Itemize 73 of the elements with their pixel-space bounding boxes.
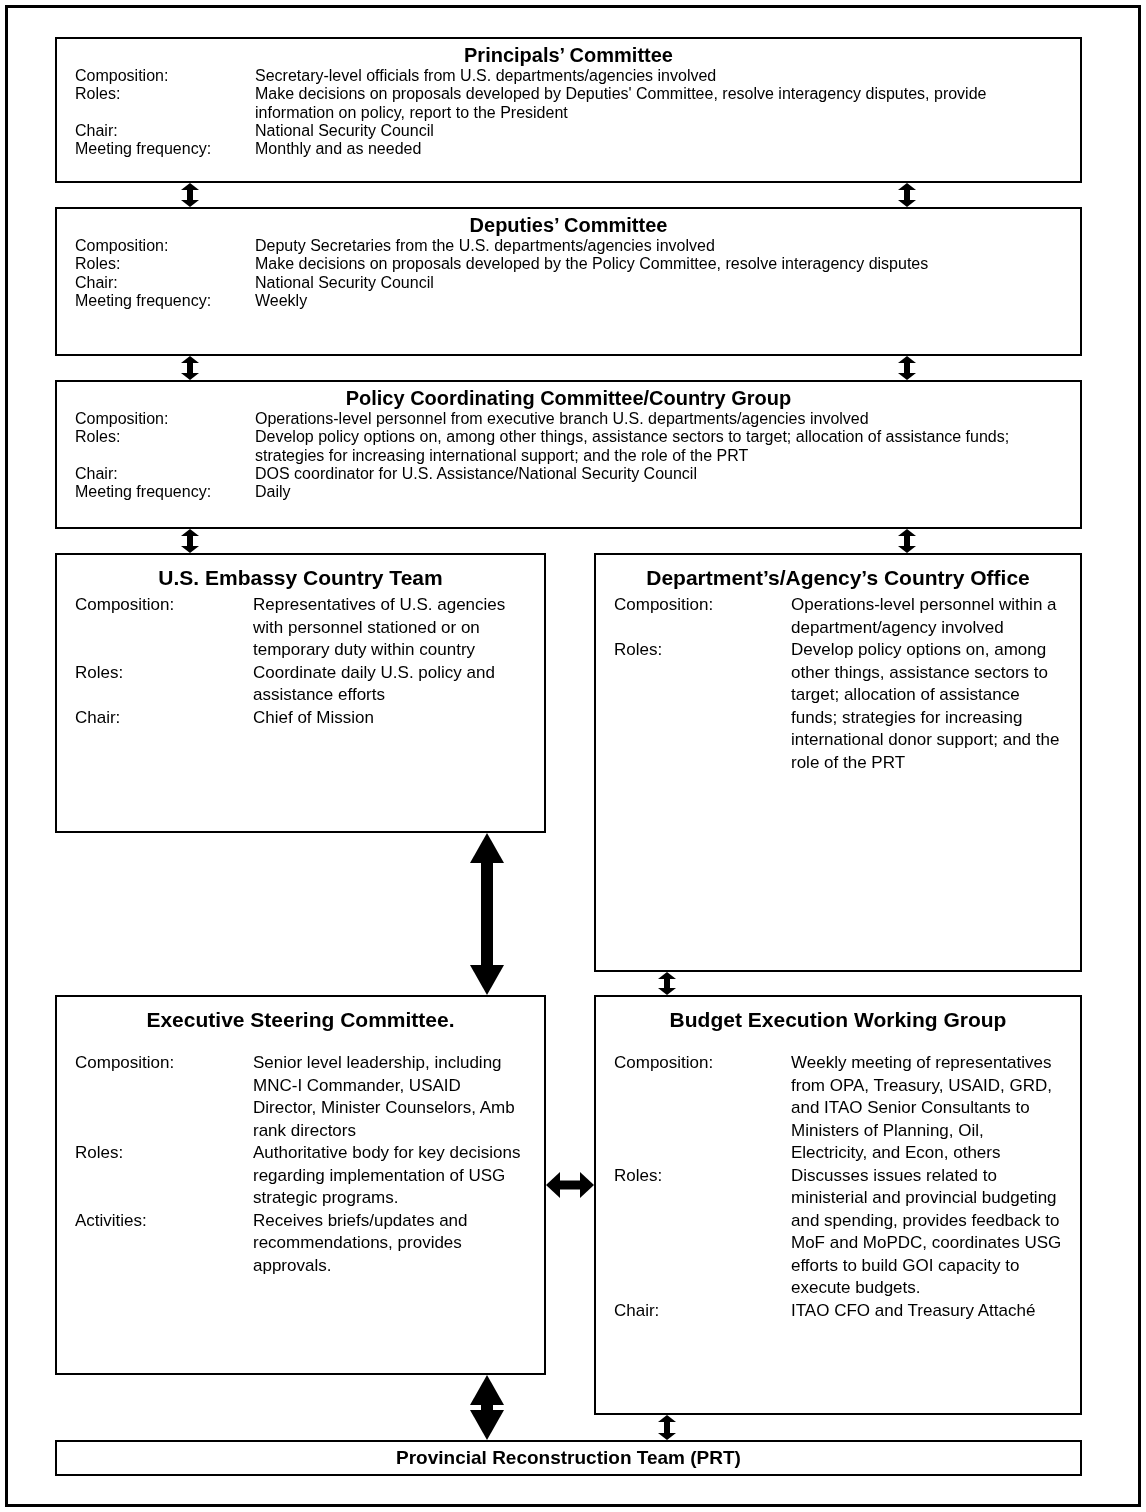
double-arrow <box>181 529 199 553</box>
double-arrow <box>470 833 504 995</box>
double-arrow <box>658 972 676 995</box>
field-value: Receives briefs/updates and recommendations, provides approvals. <box>253 1209 469 1277</box>
field-value: Develop policy options on, among other things, assistance sectors to target; allocation of assistance funds; strategies for increasing international donor support; and the role of the PRT <box>791 639 1061 774</box>
field-label: Roles: <box>75 255 122 274</box>
field-value: Secretary-level officials from U.S. departments/agencies involved <box>255 67 718 86</box>
field-value: Weekly <box>255 291 309 311</box>
field-value: Develop policy options on, among other things, assistance sectors to target; allocation of assistance funds; strategies for increasing international support; and the role of the PRT <box>255 428 1011 465</box>
field-value: Coordinate daily U.S. policy and assistance efforts <box>253 661 496 706</box>
committee-box <box>55 553 546 833</box>
box-heading: Policy Coordinating Committee/Country Group <box>344 386 793 410</box>
field-label: Composition: <box>75 67 170 86</box>
double-arrow <box>181 356 199 380</box>
field-label: Chair: <box>75 273 119 292</box>
field-label: Meeting frequency: <box>75 140 213 159</box>
field-value: Monthly and as needed <box>255 140 423 159</box>
field-label: Composition: <box>614 594 715 616</box>
field-label: Composition: <box>614 1052 715 1074</box>
committee-box <box>594 553 1082 972</box>
field-value: DOS coordinator for U.S. Assistance/National Security Council <box>255 464 698 484</box>
field-value: Make decisions on proposals developed by the Policy Committee, resolve interagency disputes <box>255 255 930 274</box>
box-heading: Budget Execution Working Group <box>668 1007 1008 1032</box>
field-value: Discusses issues related to ministerial and provincial budgeting and spending, provides feedback to MoF and MoPDC, coordinates USG efforts to build GOI capacity to execute budgets. <box>791 1164 1062 1299</box>
box-heading: Deputies’ Committee <box>468 213 669 237</box>
committee-box <box>594 995 1082 1415</box>
field-value: Authoritative body for key decisions regarding implementation of USG strategic programs. <box>253 1142 522 1209</box>
committee-box <box>55 380 1082 529</box>
box-heading: U.S. Embassy Country Team <box>157 565 444 590</box>
field-label: Meeting frequency: <box>75 291 213 311</box>
field-value: Daily <box>255 483 292 502</box>
double-arrow <box>658 1415 676 1440</box>
field-value: National Security Council <box>255 273 435 292</box>
field-label: Composition: <box>75 1052 176 1074</box>
box-heading: Department’s/Agency’s Country Office <box>645 565 1031 590</box>
field-label: Chair: <box>75 706 122 729</box>
field-label: Roles: <box>614 639 664 661</box>
field-value: National Security Council <box>255 121 435 141</box>
box-heading: Provincial Reconstruction Team (PRT) <box>395 1446 742 1470</box>
field-label: Roles: <box>75 428 122 448</box>
committee-box <box>55 207 1082 356</box>
double-arrow <box>898 529 916 553</box>
committee-box <box>55 995 546 1375</box>
field-label: Meeting frequency: <box>75 483 213 502</box>
field-label: Chair: <box>75 464 119 484</box>
committee-box <box>55 1440 1082 1476</box>
field-label: Chair: <box>614 1299 661 1322</box>
field-label: Roles: <box>75 661 125 684</box>
double-arrow <box>898 356 916 380</box>
field-label: Roles: <box>75 85 122 105</box>
field-value: Make decisions on proposals developed by Deputies' Committee, resolve interagency disputes, provide information on policy, report to the President <box>255 85 988 122</box>
field-value: Chief of Mission <box>253 706 375 729</box>
double-arrow <box>546 1172 594 1198</box>
field-label: Roles: <box>614 1164 664 1187</box>
field-value: Deputy Secretaries from the U.S. departments/agencies involved <box>255 237 716 256</box>
field-value: ITAO CFO and Treasury Attaché <box>791 1299 1037 1322</box>
box-heading: Executive Steering Committee. <box>145 1007 456 1032</box>
field-label: Composition: <box>75 237 170 256</box>
field-label: Composition: <box>75 594 176 616</box>
field-value: Weekly meeting of representatives from OPA, Treasury, USAID, GRD, and ITAO Senior Consultants to Ministers of Planning, Oil, Electricity, and Econ, others <box>791 1052 1054 1164</box>
field-value: Senior level leadership, including MNC-I Commander, USAID Director, Minister Counselors, Amb rank directors <box>253 1052 516 1142</box>
field-label: Activities: <box>75 1209 148 1232</box>
field-label: Composition: <box>75 410 170 429</box>
double-arrow <box>898 183 916 207</box>
double-arrow <box>181 183 199 207</box>
double-arrow <box>470 1375 504 1440</box>
field-label: Chair: <box>75 121 119 141</box>
committee-box <box>55 37 1082 183</box>
field-label: Roles: <box>75 1142 125 1164</box>
box-heading: Principals’ Committee <box>463 43 674 67</box>
field-value: Representatives of U.S. agencies with personnel stationed or on temporary duty within country <box>253 594 507 661</box>
field-value: Operations-level personnel from executive branch U.S. departments/agencies involved <box>255 410 870 429</box>
field-value: Operations-level personnel within a department/agency involved <box>791 594 1058 639</box>
